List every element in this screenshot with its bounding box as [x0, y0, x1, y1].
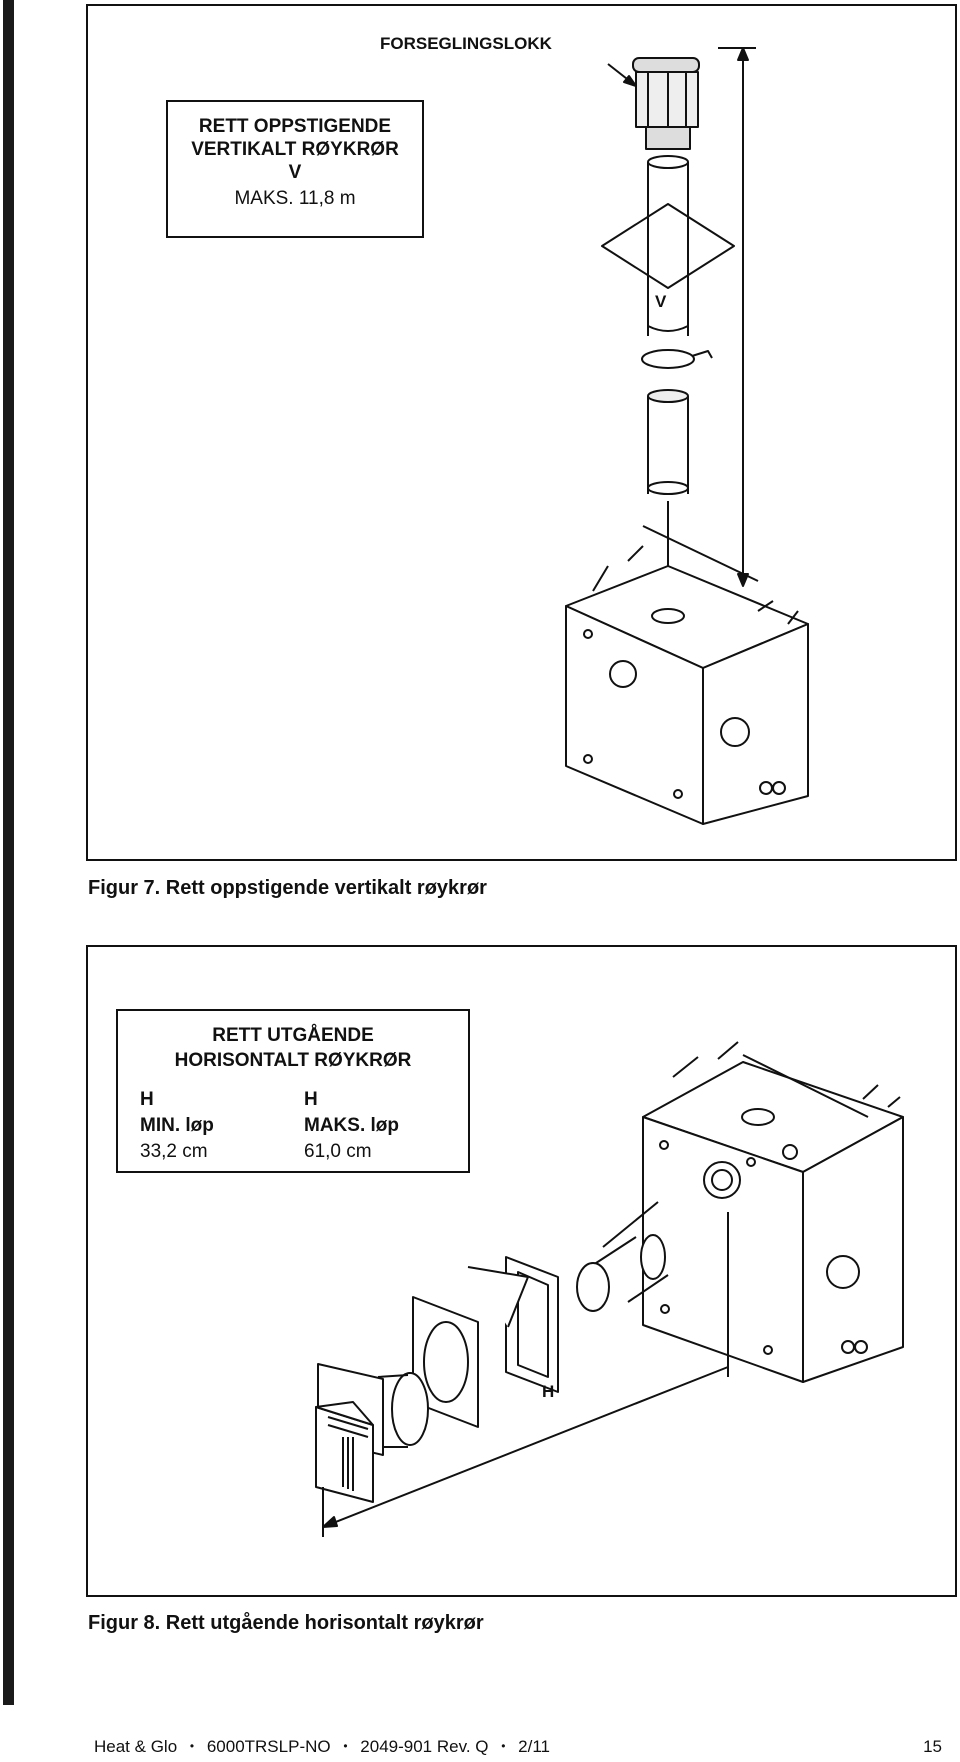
footer-date: 2/11 [518, 1737, 550, 1756]
termination-cap-drawing [315, 1363, 429, 1503]
spec-max-value: MAKS. 11,8 m [234, 188, 356, 209]
horizontal-dimension-label: H [542, 1382, 555, 1401]
spec-title-line-2: VERTIKALT RØYKRØR [191, 139, 399, 160]
vertical-dimension-line [718, 47, 756, 587]
max-run-label: MAKS. løp [304, 1115, 399, 1136]
horizontal-spec-box: RETT UTGÅENDE HORISONTALT RØYKRØR H MIN.… [116, 1009, 470, 1173]
figure-7-caption: Figur 7. Rett oppstigende vertikalt røyk… [88, 877, 487, 899]
footer-brand: Heat & Glo [94, 1737, 178, 1756]
connector-line [602, 1201, 659, 1248]
vertical-dimension-label: V [655, 292, 667, 311]
footer-separator: • [343, 1739, 348, 1753]
spec-title-line-3: V [288, 162, 302, 183]
page-number: 15 [923, 1737, 942, 1756]
wall-plate-drawing [412, 1296, 479, 1428]
cap-callout-arrow [607, 63, 637, 87]
ceiling-plate-drawing [601, 203, 735, 289]
lower-pipe-drawing [647, 389, 689, 606]
footer-model: 6000TRSLP-NO [206, 1737, 331, 1756]
spec-title-line-1: RETT UTGÅENDE [212, 1025, 374, 1046]
min-run-dim: H [140, 1089, 154, 1110]
horizontal-vent-illustration [315, 1041, 904, 1537]
wall-thimble-drawing [467, 1256, 559, 1393]
vent-cap-drawing [632, 57, 700, 150]
max-run-dim: H [304, 1089, 318, 1110]
page-footer: Heat & Glo • 6000TRSLP-NO • 2049-901 Rev… [94, 1737, 550, 1757]
fireplace-unit-drawing [642, 1041, 904, 1383]
footer-doc-number: 2049-901 [360, 1737, 433, 1756]
figure-8-frame: H RETT UTGÅENDE HORISONTALT RØYKRØR H MI… [86, 945, 957, 1597]
max-run-value: 61,0 cm [304, 1141, 372, 1162]
footer-separator: • [189, 1739, 195, 1753]
min-run-column: H MIN. løp 33,2 cm [140, 1087, 304, 1165]
horizontal-pipe-drawing [576, 1234, 669, 1312]
min-run-label: MIN. løp [140, 1115, 214, 1136]
clamp-drawing [641, 349, 695, 369]
figure-8-caption: Figur 8. Rett utgående horisontalt røykr… [88, 1612, 484, 1634]
cap-callout-label: FORSEGLINGSLOKK [380, 34, 552, 53]
spec-title-line-2: HORISONTALT RØYKRØR [174, 1050, 412, 1071]
horizontal-dimension-line [322, 1212, 729, 1537]
max-run-column: H MAKS. løp 61,0 cm [304, 1087, 468, 1165]
footer-revision: Rev. Q [436, 1737, 489, 1756]
footer-separator: • [501, 1739, 506, 1753]
vertical-vent-illustration [565, 47, 809, 825]
spec-title-line-1: RETT OPPSTIGENDE [198, 116, 392, 137]
left-margin-bar [3, 0, 14, 1705]
fireplace-unit-drawing [565, 525, 809, 825]
min-run-value: 33,2 cm [140, 1141, 208, 1162]
figure-7-frame: FORSEGLINGSLOKK V RETT OPPSTIGENDE VERTI… [86, 4, 957, 861]
vertical-spec-box: RETT OPPSTIGENDE VERTIKALT RØYKRØR V MAK… [166, 100, 424, 238]
